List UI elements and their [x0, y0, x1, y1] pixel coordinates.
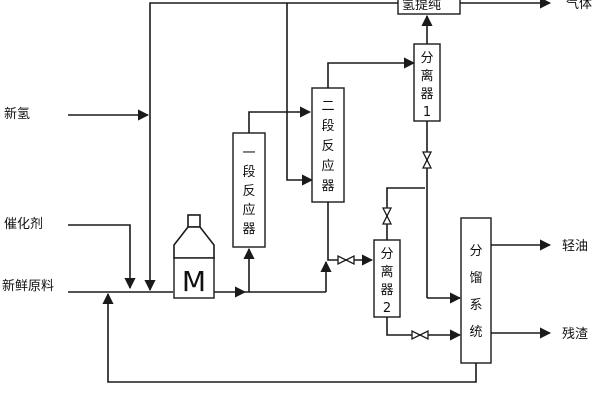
reactor2-to-sep1-line	[327, 57, 416, 88]
svg-text:器: 器	[380, 283, 393, 298]
h2-recycle-line	[144, 2, 400, 292]
h2-branch-line	[286, 3, 314, 186]
svg-text:1: 1	[423, 105, 431, 120]
svg-text:馏: 馏	[469, 271, 482, 286]
svg-text:反: 反	[321, 139, 334, 154]
svg-text:段: 段	[321, 119, 334, 134]
svg-text:离: 离	[380, 264, 393, 280]
svg-text:统: 统	[469, 325, 482, 340]
reactor-1	[232, 132, 266, 248]
svg-text:器: 器	[242, 222, 255, 237]
reactor-2-text: 二 段 反 应 器	[321, 99, 334, 194]
furnace-label: M	[182, 265, 206, 298]
reactor-1-text: 一 段 反 应 器	[242, 146, 255, 237]
fractionation-text: 分 馏 系 统	[469, 244, 482, 340]
reactor2-bottom-line	[327, 202, 374, 266]
svg-text:二: 二	[321, 99, 334, 114]
catalyst-line	[68, 224, 136, 290]
svg-text:分: 分	[469, 244, 482, 259]
svg-text:段: 段	[242, 165, 255, 180]
svg-text:2: 2	[383, 301, 391, 316]
svg-text:分: 分	[380, 247, 393, 262]
sep2-bottom-line	[386, 317, 462, 341]
catalyst-label: 催化剂	[4, 217, 43, 232]
svg-text:器: 器	[420, 87, 433, 102]
separator-2-text: 分 离 器 2	[380, 247, 393, 316]
valve-3	[381, 207, 393, 225]
valve-1	[337, 254, 355, 266]
svg-text:器: 器	[321, 179, 334, 194]
separator-1-text: 分 离 器 1	[420, 51, 433, 120]
svg-text:分: 分	[420, 51, 433, 66]
svg-text:离: 离	[420, 68, 433, 84]
svg-text:应: 应	[321, 158, 334, 174]
new-hydrogen-label: 新氢	[4, 106, 30, 122]
valve-2	[421, 151, 433, 169]
reactor1-to-reactor2-line	[248, 106, 312, 133]
gas-label: 气体	[566, 0, 592, 12]
svg-text:一: 一	[242, 146, 255, 161]
furnace: M	[173, 214, 215, 299]
fractionation-system	[460, 217, 492, 364]
svg-text:系: 系	[469, 298, 482, 313]
svg-text:反: 反	[242, 184, 255, 199]
bottom-recycle-line	[102, 292, 477, 383]
hydrogen-purify-label: 氢提纯	[402, 0, 441, 13]
fresh-feed-label: 新鲜原料	[2, 278, 54, 294]
svg-text:应: 应	[242, 202, 255, 218]
light-oil-label: 轻油	[562, 239, 588, 254]
residue-label: 残渣	[562, 327, 588, 342]
sep2-top-line	[386, 187, 425, 240]
valve-4	[411, 329, 429, 341]
